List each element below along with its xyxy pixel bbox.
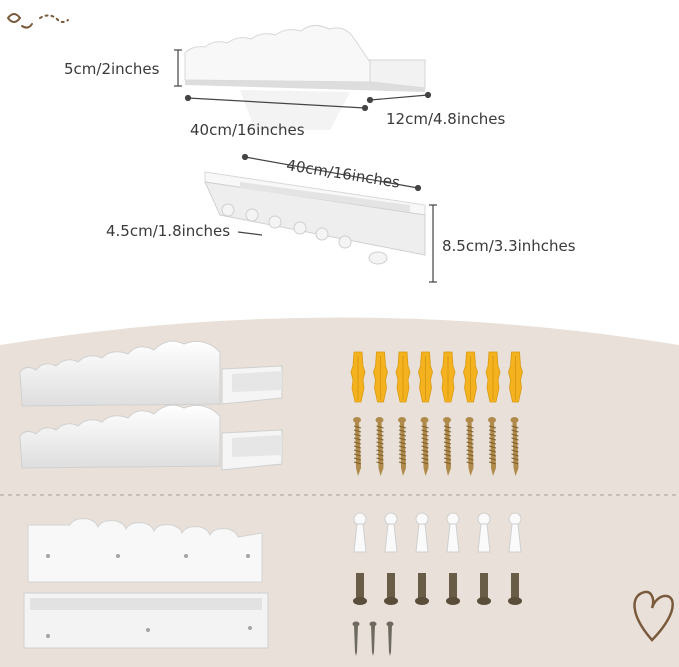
bolt-icon [446,573,460,605]
scalloped-shelf-diagram [184,25,426,130]
peg-knob-icon [508,512,522,553]
long-screw-icon [375,417,384,476]
wall-anchor-icon [508,351,523,403]
label-shelf-height: 5cm/2inches [64,60,160,78]
wall-anchor-icon [418,351,433,403]
peg-knob-icon [446,512,460,553]
doodle-swirl-icon [7,13,69,29]
label-shelf-depth: 12cm/4.8inches [386,110,506,128]
long-screw-icon [353,417,362,476]
small-screw-icon [369,621,377,656]
wall-anchor-row [350,351,523,403]
small-screw-row [352,621,394,656]
wall-anchor-icon [485,351,501,403]
wall-anchor-icon [373,351,388,403]
small-screw-icon [352,621,360,656]
label-hook-spacing: 4.5cm/1.8inches [106,222,231,240]
wall-anchor-icon [440,351,456,403]
label-hook-shelf-height: 8.5cm/3.3inhches [442,237,576,255]
bolt-icon [477,573,491,605]
hook-shelf-diagram [204,171,426,265]
shelf-base-panel [23,592,269,649]
long-screw-icon [443,417,452,476]
bolt-icon [415,573,429,605]
wall-anchor-icon [463,351,478,403]
peg-knob-icon [415,512,429,553]
shelf-back-panel [27,518,263,583]
bolt-row [353,573,522,605]
long-screw-icon [420,417,429,476]
peg-knob-icon [353,512,367,553]
label-shelf-length: 40cm/16inches [190,121,305,139]
shelf-front-2 [19,404,283,471]
long-screw-icon [488,417,497,476]
small-screw-icon [386,621,394,656]
peg-knob-icon [477,512,491,553]
wall-anchor-icon [395,351,411,403]
long-screw-icon [465,417,474,476]
peg-knob-row [353,512,522,553]
shelf-front-1 [19,340,283,407]
heart-doodle-icon [633,590,674,642]
wall-anchor-icon [350,351,366,403]
bolt-icon [508,573,522,605]
long-screw-icon [510,417,519,476]
bolt-icon [353,573,367,605]
peg-knob-icon [384,512,398,553]
long-screw-row [353,417,519,476]
bolt-icon [384,573,398,605]
long-screw-icon [398,417,407,476]
